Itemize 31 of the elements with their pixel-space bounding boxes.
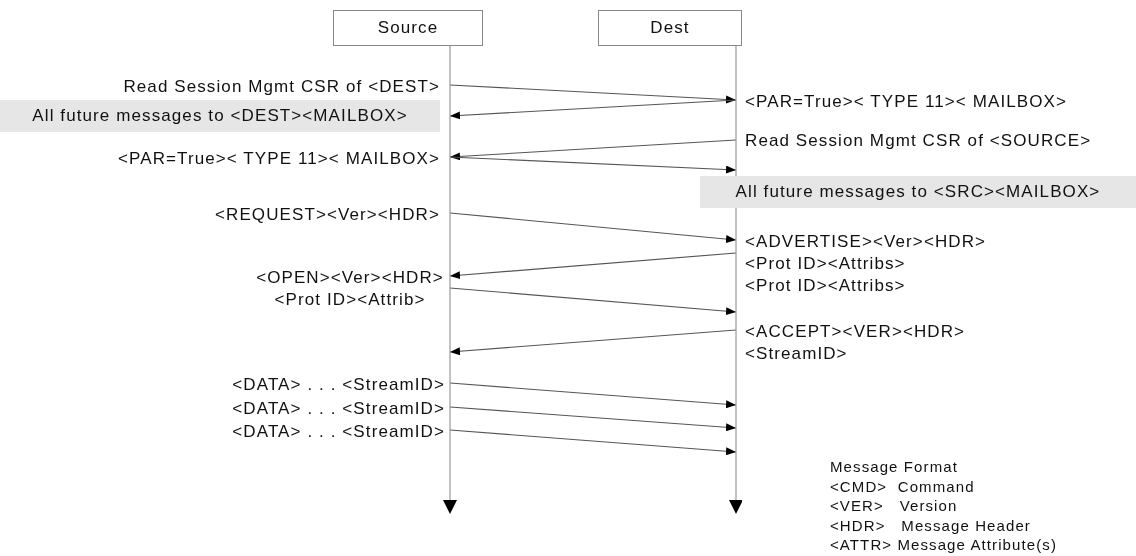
message-label: <DATA> . . . <StreamID> <box>232 374 445 396</box>
message-arrow <box>449 99 737 120</box>
message-arrow <box>449 429 737 456</box>
legend-entry: <CMD> Command <box>830 477 975 495</box>
message-label: <PAR=True>< TYPE 11>< MAILBOX> <box>118 148 440 170</box>
message-arrow <box>449 212 737 244</box>
message-arrow <box>449 139 737 161</box>
lifeline-header: Source <box>333 10 483 46</box>
note-band: All future messages to <SRC><MAILBOX> <box>700 176 1136 208</box>
message-arrow <box>449 382 737 409</box>
legend-entry: <HDR> Message Header <box>830 516 1031 534</box>
legend-entry: <VER> Version <box>830 497 958 514</box>
message-label: <OPEN><Ver><HDR> <Prot ID><Attrib> <box>255 267 445 311</box>
message-arrow <box>449 406 737 432</box>
message-label: <REQUEST><Ver><HDR> <box>215 204 440 226</box>
message-arrow <box>449 252 737 280</box>
message-label: Read Session Mgmt CSR of <SOURCE> <box>745 130 1092 152</box>
message-label: <DATA> . . . <StreamID> <box>232 421 445 443</box>
message-arrow <box>449 329 737 356</box>
note-band: All future messages to <DEST><MAILBOX> <box>0 100 440 132</box>
legend-heading: Message Format <box>830 458 958 475</box>
message-label: <DATA> . . . <StreamID> <box>232 398 445 420</box>
message-label: <ACCEPT><VER><HDR> <StreamID> <box>745 321 966 365</box>
message-label: <ADVERTISE><Ver><HDR> <Prot ID><Attribs> <Prot ID><Attribs> <box>745 231 987 297</box>
message-label: Read Session Mgmt CSR of <DEST> <box>123 76 440 98</box>
legend-entry: <ATTR> Message Attribute(s) <box>830 536 1057 553</box>
message-label: <PAR=True>< TYPE 11>< MAILBOX> <box>745 91 1067 113</box>
message-arrow <box>449 84 737 104</box>
message-arrow <box>449 156 737 174</box>
lifeline-header: Dest <box>598 10 742 46</box>
message-arrow <box>449 287 737 316</box>
